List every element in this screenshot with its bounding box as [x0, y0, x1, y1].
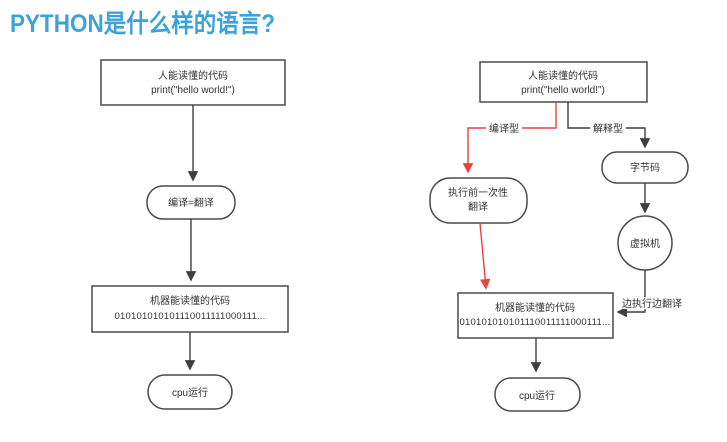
right-source-code-box	[479, 61, 648, 103]
right-machine-code-box	[457, 292, 614, 339]
compiled-label-bg	[486, 121, 522, 134]
left-machine-code-line2: 010101010101110011111000111...	[115, 311, 266, 322]
right-pre-translate-line1: 执行前一次性	[448, 186, 508, 199]
translate-while-running-label-bg	[619, 297, 685, 309]
right-bytecode-label: 字节码	[630, 161, 660, 174]
right-pre-translate-line2: 翻译	[468, 201, 488, 213]
left-compile-label: 编译=翻译	[168, 196, 214, 209]
right-source-code-line2: print("hello world!")	[521, 85, 605, 96]
right-source-code-line1: 人能读懂的代码	[528, 69, 598, 82]
branch-compiled-label: 编译型	[489, 122, 519, 135]
right-flowchart: 人能读懂的代码 print("hello world!") 编译型 解释型 执行…	[429, 61, 689, 412]
right-arrow-vm-to-machine	[616, 270, 646, 318]
left-flowchart: 人能读懂的代码 print("hello world!") 编译=翻译 机器能读…	[91, 59, 289, 410]
right-machine-code-line1: 机器能读懂的代码	[495, 301, 575, 314]
left-source-code-line1: 人能读懂的代码	[158, 69, 228, 82]
left-machine-code-line1: 机器能读懂的代码	[150, 294, 230, 307]
left-cpu-node	[147, 374, 233, 410]
right-cpu-node	[494, 377, 581, 412]
slide-title: PYTHON是什么样的语言?	[10, 10, 276, 38]
right-machine-code-line2: 010101010101110011111000111...	[460, 317, 611, 328]
interpreted-label-bg	[590, 121, 626, 134]
left-source-code-box	[100, 59, 286, 106]
right-arrow-pretranslate-to-machine	[479, 222, 491, 290]
branch-interpreted-label: 解释型	[593, 122, 623, 135]
left-source-code-line2: print("hello world!")	[151, 85, 235, 96]
left-cpu-label: cpu运行	[172, 386, 208, 399]
right-vm-label: 虚拟机	[630, 237, 660, 250]
right-branch-compiled-arrow	[462, 102, 557, 174]
right-pre-translate-node	[429, 177, 528, 224]
left-machine-code-box	[91, 285, 289, 333]
translate-while-running-label: 边执行边翻译	[622, 297, 682, 310]
right-cpu-label: cpu运行	[519, 389, 555, 402]
